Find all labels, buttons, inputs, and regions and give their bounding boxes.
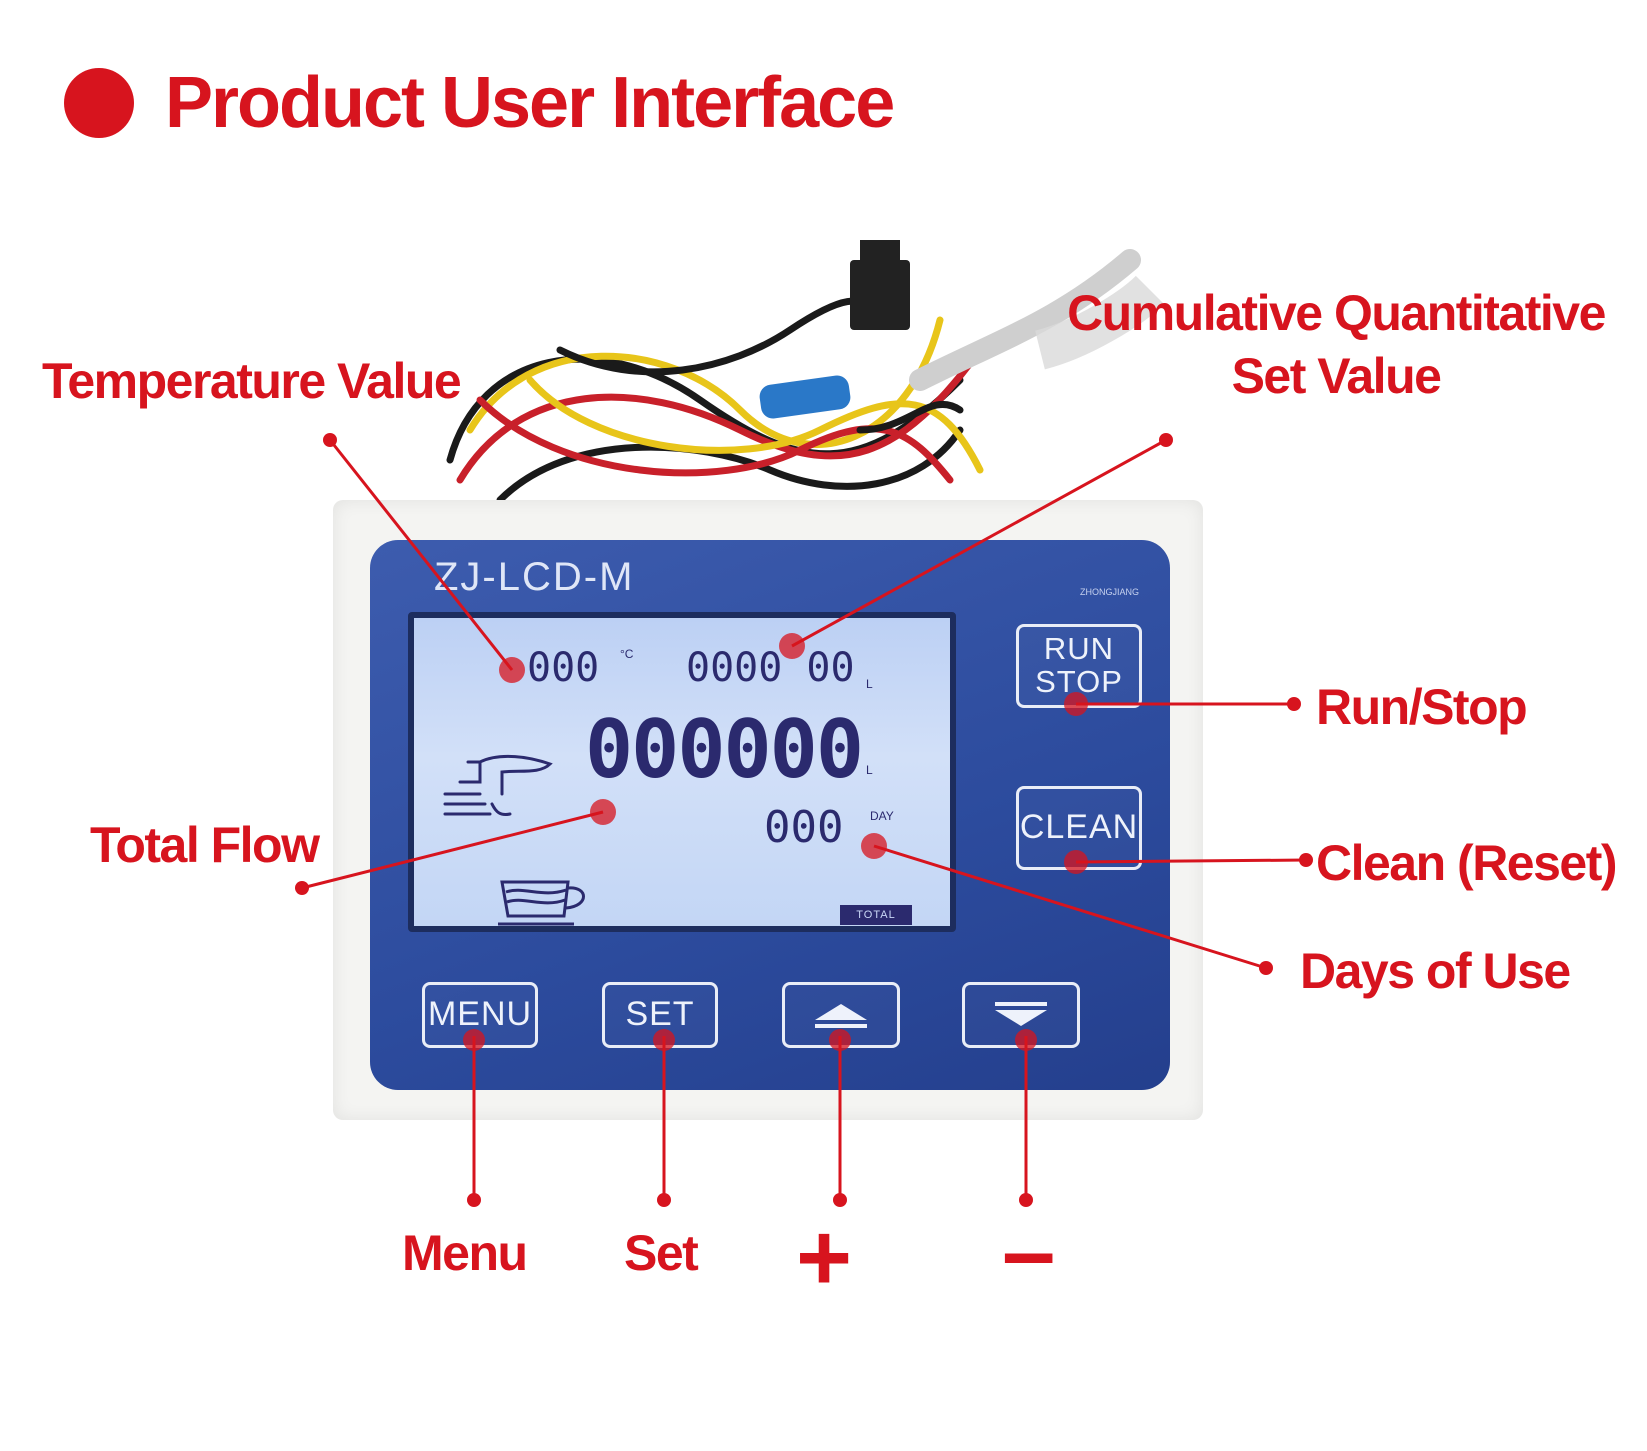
faucet-icon	[443, 754, 553, 816]
callout-cumulative-set-value: Cumulative Quantitative Set Value	[1066, 282, 1606, 407]
run-stop-button[interactable]: RUN STOP	[1016, 624, 1142, 708]
model-label: ZJ-LCD-M	[434, 555, 635, 599]
temperature-unit: °C	[620, 647, 634, 661]
down-arrow-icon	[995, 1002, 1047, 1026]
callout-cumulative-line-2: Set Value	[1231, 347, 1442, 404]
callout-menu: Menu	[402, 1225, 528, 1281]
page-title: Product User Interface	[165, 63, 895, 143]
brand-label: ZHONGJIANG	[1080, 587, 1140, 597]
days-unit: DAY	[870, 809, 894, 823]
lcd-screen	[408, 612, 956, 932]
up-arrow-icon	[815, 1004, 867, 1028]
callout-total-flow: Total Flow	[90, 817, 320, 873]
menu-button[interactable]: MENU	[422, 982, 538, 1048]
temperature-readout: 000	[527, 645, 600, 691]
set-value-readout: 0000 00	[686, 645, 855, 691]
callout-temperature-value: Temperature Value	[42, 353, 462, 409]
clean-label: CLEAN	[1019, 808, 1139, 847]
callout-plus: +	[796, 1204, 853, 1311]
callout-set: Set	[624, 1225, 699, 1281]
menu-label: MENU	[427, 995, 533, 1034]
callout-clean-reset: Clean (Reset)	[1316, 835, 1618, 891]
heading-bullet	[64, 68, 134, 138]
cup-icon	[498, 880, 585, 926]
set-label: SET	[625, 995, 695, 1034]
callout-minus: –	[1002, 1198, 1056, 1305]
cable-bundle-image	[446, 240, 1165, 504]
callout-run-stop: Run/Stop	[1316, 679, 1528, 735]
total-flow-unit: L	[866, 763, 873, 777]
total-flow-readout: 000000	[585, 703, 864, 796]
days-readout: 000	[764, 802, 844, 853]
run-label: RUN	[1043, 631, 1115, 667]
callout-cumulative-line-1: Cumulative Quantitative	[1067, 285, 1606, 341]
callout-days-of-use: Days of Use	[1300, 943, 1571, 999]
stop-label: STOP	[1035, 664, 1123, 699]
set-value-unit: L	[866, 677, 873, 691]
total-badge: TOTAL	[840, 905, 912, 925]
